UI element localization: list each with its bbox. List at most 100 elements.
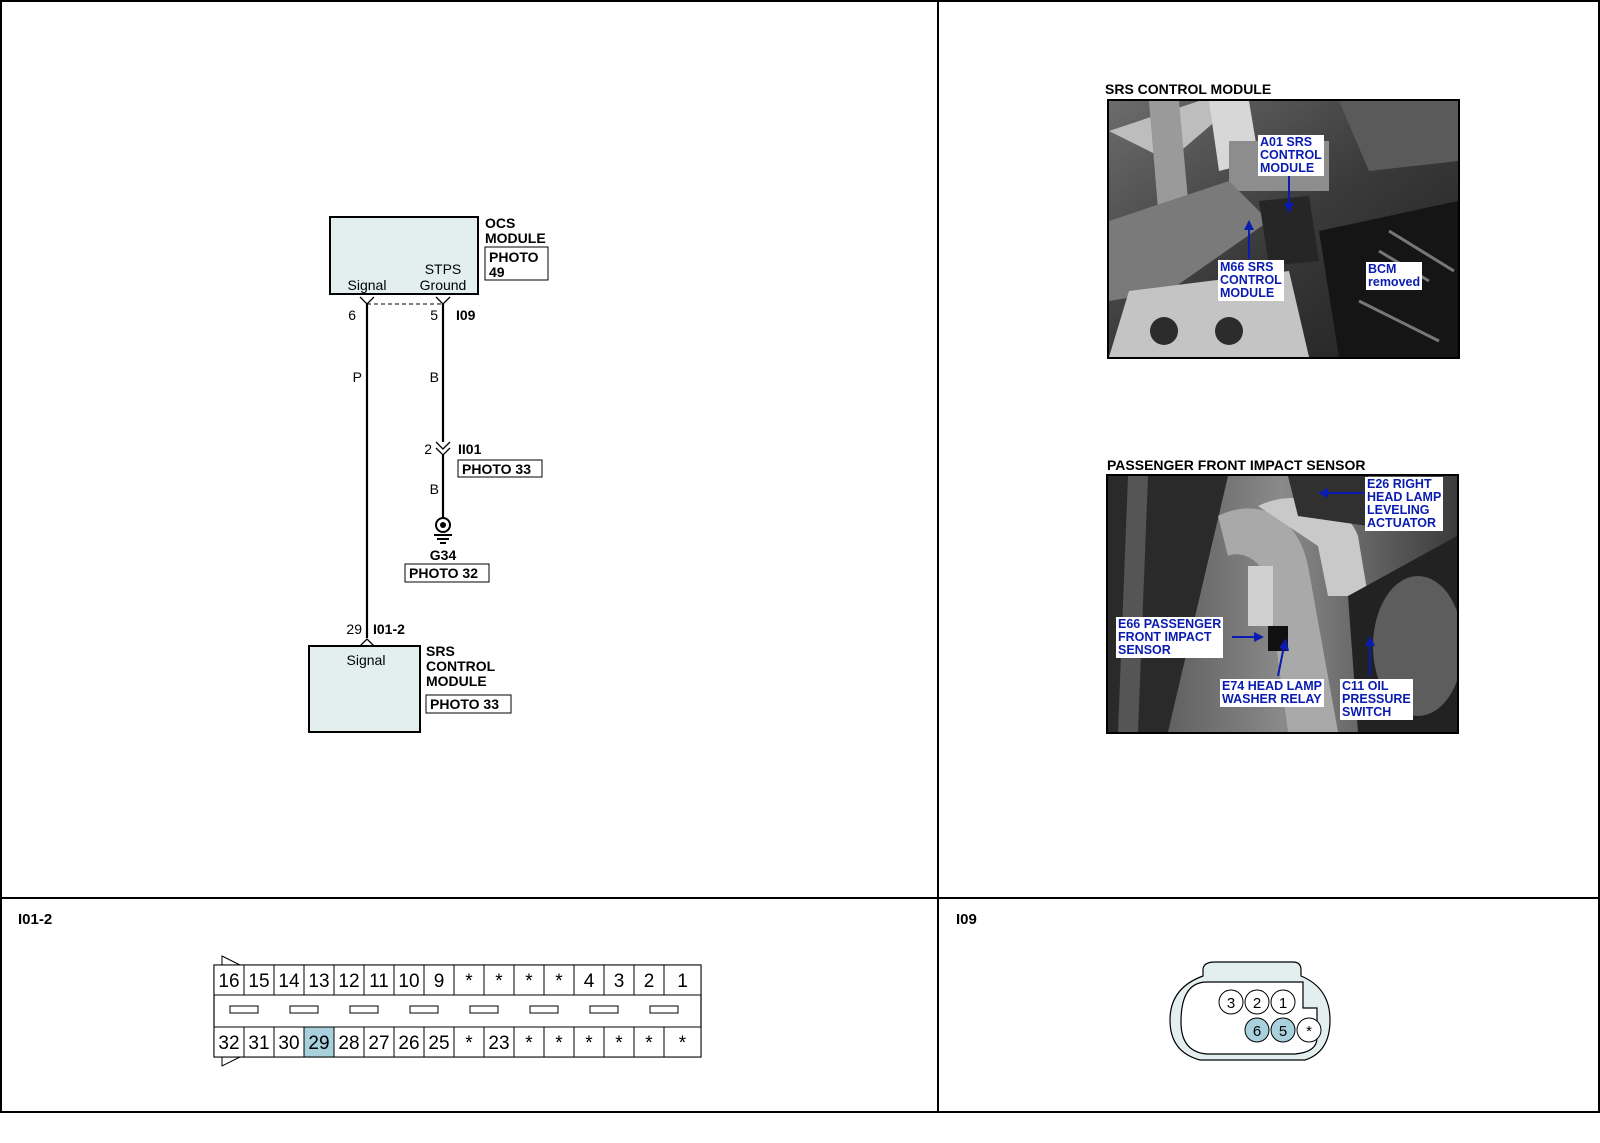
srs-connector-chevron xyxy=(359,638,375,647)
cavity-label: * xyxy=(465,971,473,992)
cavity-label: * xyxy=(645,1033,653,1054)
ocs-module-box xyxy=(329,216,479,295)
callout-e74-head-lamp-washer-relay: E74 HEAD LAMP WASHER RELAY xyxy=(1220,679,1325,707)
cavity-label: 15 xyxy=(248,971,269,992)
cavity-23 xyxy=(483,1026,515,1058)
cavity-label: 32 xyxy=(218,1033,239,1054)
srs-pin-signal: Signal xyxy=(347,652,386,668)
cavity-label: * xyxy=(615,1033,623,1054)
cavity-16 xyxy=(213,964,245,996)
cavity-29 xyxy=(303,1026,335,1058)
keyway-slot xyxy=(409,1005,439,1014)
cavity-unused xyxy=(603,1026,635,1058)
cavity-label: 14 xyxy=(278,971,300,992)
callout-e66-passenger-front-impact-sensor: E66 PASSENGER FRONT IMPACT SENSOR xyxy=(1116,617,1224,658)
callout-c11-oil-pressure-switch: C11 OIL PRESSURE SWITCH xyxy=(1340,679,1413,720)
cavity-label: * xyxy=(555,1033,563,1054)
keyway-slot xyxy=(229,1005,259,1014)
cavity-label: 25 xyxy=(428,1033,449,1054)
cavity-31 xyxy=(243,1026,275,1058)
keyway-slot xyxy=(349,1005,379,1014)
keyway-slot xyxy=(589,1005,619,1014)
connector-i09-label: I09 xyxy=(456,307,476,323)
cavity-label: 2 xyxy=(644,971,655,992)
srs-module-box xyxy=(308,645,421,733)
cavity-label: * xyxy=(525,971,533,992)
cavity-label: 1 xyxy=(1279,995,1287,1012)
callout-arrows-photo-1 xyxy=(1244,176,1294,259)
connector-keyway-row xyxy=(229,1005,679,1014)
connector-chevron-pin6 xyxy=(359,296,375,305)
srs-photo-box xyxy=(425,694,512,714)
connector-chevron-pin5 xyxy=(435,296,451,305)
cavity-unused xyxy=(543,964,575,996)
cavity-25 xyxy=(423,1026,455,1058)
inline-pin-2-label: 2 xyxy=(424,441,432,457)
ocs-photo-box xyxy=(484,246,549,281)
inline-connector-chevron-top xyxy=(435,441,451,450)
cavity-label: 27 xyxy=(368,1033,389,1054)
photo-passenger-front-impact-sensor: E26 RIGHT HEAD LAMP LEVELING ACTUATOR E6… xyxy=(1106,474,1459,734)
cavity-label: 9 xyxy=(434,971,445,992)
callout-arrows-photo-2 xyxy=(1232,488,1375,677)
photo-title-passenger-front-impact-sensor: PASSENGER FRONT IMPACT SENSOR xyxy=(1107,457,1366,473)
cavity-label: 4 xyxy=(584,971,595,992)
keyway-slot xyxy=(649,1005,679,1014)
cavity-label: 28 xyxy=(338,1033,359,1054)
inline-photo-ref: PHOTO 33 xyxy=(462,461,531,477)
cavity-label: * xyxy=(1306,1023,1312,1040)
cavity-label: 13 xyxy=(308,971,329,992)
cavity-label: 31 xyxy=(248,1033,269,1054)
wire-color-b-upper: B xyxy=(430,369,439,385)
cavity-label: * xyxy=(495,971,503,992)
inline-photo-box xyxy=(457,459,543,478)
cavity-unused xyxy=(543,1026,575,1058)
photo-srs-control-module: A01 SRS CONTROL MODULE M66 SRS CONTROL M… xyxy=(1107,99,1460,359)
keyway-slot xyxy=(529,1005,559,1014)
cavity-unused xyxy=(513,1026,545,1058)
callout-a01-srs-control-module: A01 SRS CONTROL MODULE xyxy=(1258,135,1324,176)
callout-bcm-removed: BCM removed xyxy=(1366,262,1423,290)
cavity-label: * xyxy=(525,1033,533,1054)
cavity-unused xyxy=(453,1026,485,1058)
wire-color-b-lower: B xyxy=(430,481,439,497)
cavity-label: 6 xyxy=(1253,1023,1261,1040)
cavity-label: 12 xyxy=(338,971,359,992)
cavity-2 xyxy=(1244,989,1270,1015)
pin-5-label: 5 xyxy=(430,307,438,323)
cavity-label: 3 xyxy=(614,971,625,992)
cavity-label: 2 xyxy=(1253,995,1261,1012)
cavity-12 xyxy=(333,964,365,996)
cavity-label: * xyxy=(585,1033,593,1054)
ground-id: G34 xyxy=(430,547,457,563)
cavity-unused xyxy=(1296,1017,1322,1043)
cavity-6 xyxy=(1244,1017,1270,1043)
ground-photo-ref: PHOTO 32 xyxy=(409,565,478,581)
cavity-label: 11 xyxy=(369,971,389,992)
callout-m66-srs-control-module: M66 SRS CONTROL MODULE xyxy=(1218,260,1284,301)
cavity-label: 30 xyxy=(278,1033,299,1054)
cavity-27 xyxy=(363,1026,395,1058)
connector-view-label-i01-2: I01-2 xyxy=(18,911,53,928)
cavity-label: 3 xyxy=(1227,995,1235,1012)
cavity-label: * xyxy=(555,971,563,992)
ocs-pin-ground: Ground xyxy=(420,277,467,293)
cavity-2 xyxy=(633,964,665,996)
cavity-label: 29 xyxy=(308,1033,329,1054)
pin-6-label: 6 xyxy=(348,307,356,323)
srs-connector-id: I01-2 xyxy=(373,621,405,637)
cavity-1 xyxy=(663,964,702,996)
cavity-4 xyxy=(573,964,605,996)
cavity-13 xyxy=(303,964,335,996)
inline-connector-id: II01 xyxy=(458,441,482,457)
srs-pin-29-label: 29 xyxy=(346,621,362,637)
ocs-pin-signal: Signal xyxy=(348,277,387,293)
